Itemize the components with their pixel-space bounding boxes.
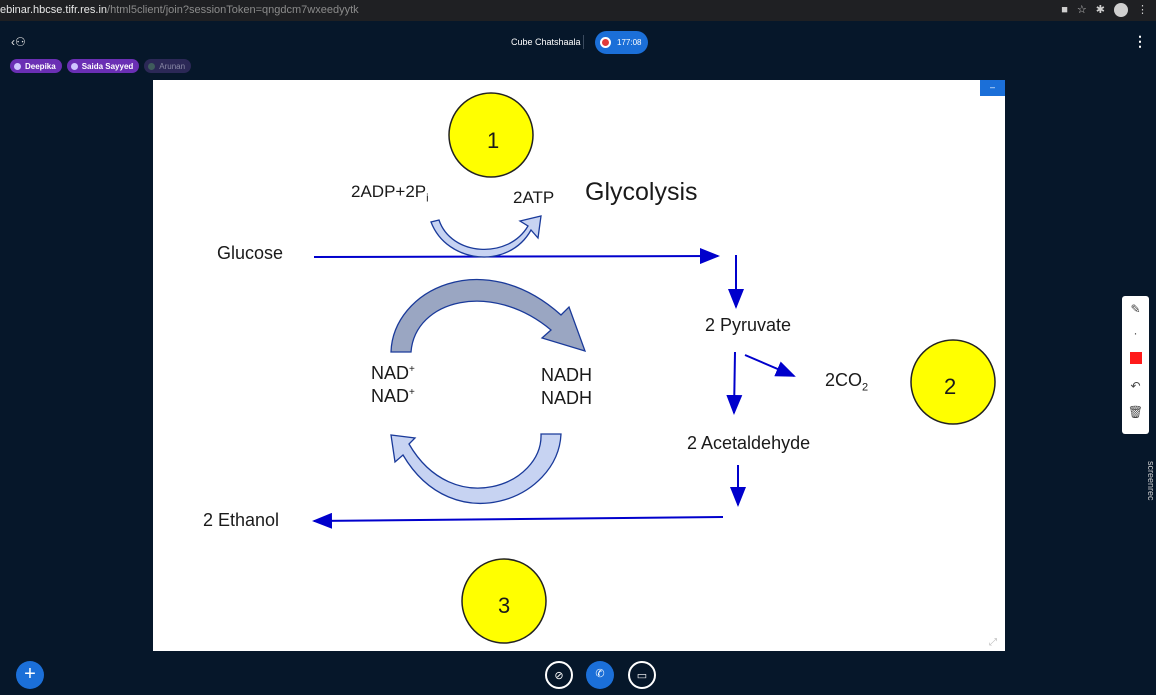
atp-label: 2ATP — [513, 188, 555, 207]
pyruvate-label: 2 Pyruvate — [705, 315, 792, 335]
adp-text: 2ADP+2P — [351, 182, 427, 201]
fullscreen-icon[interactable]: ⤢ — [989, 637, 997, 648]
glycolysis-title: Glycolysis — [585, 178, 698, 206]
pencil-icon[interactable]: ✎ — [1130, 302, 1141, 316]
phone-icon[interactable]: ✆ — [586, 661, 614, 689]
glucose-label: Glucose — [217, 243, 284, 263]
glucose-arrow — [313, 248, 720, 265]
trash-icon[interactable]: 🗑 — [1127, 405, 1144, 419]
meeting-app: ‹⚇ Cube Chatshaala 177:08 ⋮ Deepika Said… — [0, 21, 1156, 695]
fermentation-diagram — [312, 92, 996, 644]
url-host: ebinar.hbcse.tifr.res.in — [0, 4, 108, 16]
mic-icon — [70, 62, 78, 70]
to-co2-arrow — [744, 354, 796, 377]
co2-subscript: 2 — [862, 381, 869, 394]
url-path: /html5client/join?sessionToken=qngdcm7wx… — [107, 4, 359, 16]
nad-to-nadh-arrow — [390, 278, 587, 353]
bookmark-star-icon[interactable]: ☆ — [1076, 4, 1087, 16]
nadh-label-2: NADH — [541, 388, 593, 408]
browser-actions: ■ ☆ ✱ ⋮ — [1061, 2, 1148, 18]
talker-name: Deepika — [25, 61, 56, 71]
step-label-1: 1 — [487, 128, 500, 153]
nad-text-2: NAD — [371, 386, 410, 406]
whiteboard-toolbar: ✎ · ↶ 🗑 — [1122, 296, 1149, 434]
nadh-label-1: NADH — [541, 365, 593, 385]
camera-indicator-icon[interactable]: ■ — [1061, 4, 1068, 16]
step-label-2: 2 — [944, 374, 957, 399]
to-acetaldehyde-arrow — [726, 351, 743, 415]
browser-menu-icon[interactable]: ⋮ — [1137, 4, 1148, 16]
recording-indicator[interactable]: 177:08 — [595, 31, 648, 54]
browser-bar: ebinar.hbcse.tifr.res.in/html5client/joi… — [0, 0, 1156, 21]
color-swatch — [1129, 352, 1142, 364]
nad-text-1: NAD — [371, 363, 410, 383]
title-divider — [583, 35, 584, 49]
presentation-slide: 1 2 3 2ADP+2Pi 2ATP Glycolysis Glucose 2… — [153, 80, 1005, 651]
minimize-presentation-button[interactable]: – — [980, 80, 1005, 96]
talker-name: Saida Sayyed — [81, 61, 134, 71]
profile-avatar[interactable] — [1114, 3, 1128, 17]
ethanol-label: 2 Ethanol — [203, 510, 280, 530]
talking-indicators: Deepika Saida Sayyed Arunan — [10, 59, 192, 73]
chevron-left-icon: ‹ — [11, 35, 15, 49]
plus-icon[interactable]: + — [16, 661, 44, 689]
adp-subscript: i — [426, 192, 429, 205]
step-circle-3 — [461, 558, 547, 644]
camera-off-icon[interactable]: ▭ — [628, 661, 656, 689]
step-circle-1 — [448, 92, 534, 178]
recording-time: 177:08 — [617, 38, 642, 47]
nad-label-1: NAD+ — [371, 363, 415, 384]
kebab-icon[interactable]: ⋮ — [1133, 33, 1147, 49]
talker-chip[interactable]: Arunan — [144, 59, 192, 73]
mic-muted-icon[interactable]: ⊘ — [545, 661, 573, 689]
nad-label-2: NAD+ — [371, 386, 415, 407]
step-circle-2 — [910, 339, 996, 425]
user-list-toggle[interactable]: ‹⚇ — [11, 35, 26, 49]
nadh-to-nad-arrow — [390, 433, 562, 504]
ethanol-arrow — [312, 512, 724, 529]
talker-name: Arunan — [159, 61, 186, 71]
co2-label: 2CO2 — [825, 370, 868, 394]
acetaldehyde-label: 2 Acetaldehyde — [687, 433, 811, 453]
co2-text: 2CO — [825, 370, 863, 390]
talker-chip[interactable]: Deepika — [10, 59, 62, 73]
mic-icon — [14, 62, 21, 70]
color-picker[interactable] — [1122, 347, 1149, 369]
atp-curved-arrow — [430, 215, 542, 258]
user-icon: ⚇ — [15, 35, 26, 49]
step-label-3: 3 — [498, 593, 511, 618]
screenrec-watermark: screenrec — [1146, 461, 1156, 501]
extensions-icon[interactable]: ✱ — [1095, 4, 1105, 16]
nad-superscript-2: + — [409, 387, 415, 398]
talker-chip[interactable]: Saida Sayyed — [66, 59, 140, 73]
undo-icon[interactable]: ↶ — [1130, 379, 1141, 393]
mic-icon — [148, 62, 156, 70]
thickness-dot-icon[interactable]: · — [1133, 326, 1138, 340]
nad-superscript-1: + — [409, 364, 415, 375]
adp-label: 2ADP+2Pi — [351, 182, 429, 204]
record-icon — [600, 37, 611, 48]
meeting-title: Cube Chatshaala — [511, 37, 581, 47]
address-bar[interactable]: ebinar.hbcse.tifr.res.in/html5client/joi… — [0, 4, 359, 16]
